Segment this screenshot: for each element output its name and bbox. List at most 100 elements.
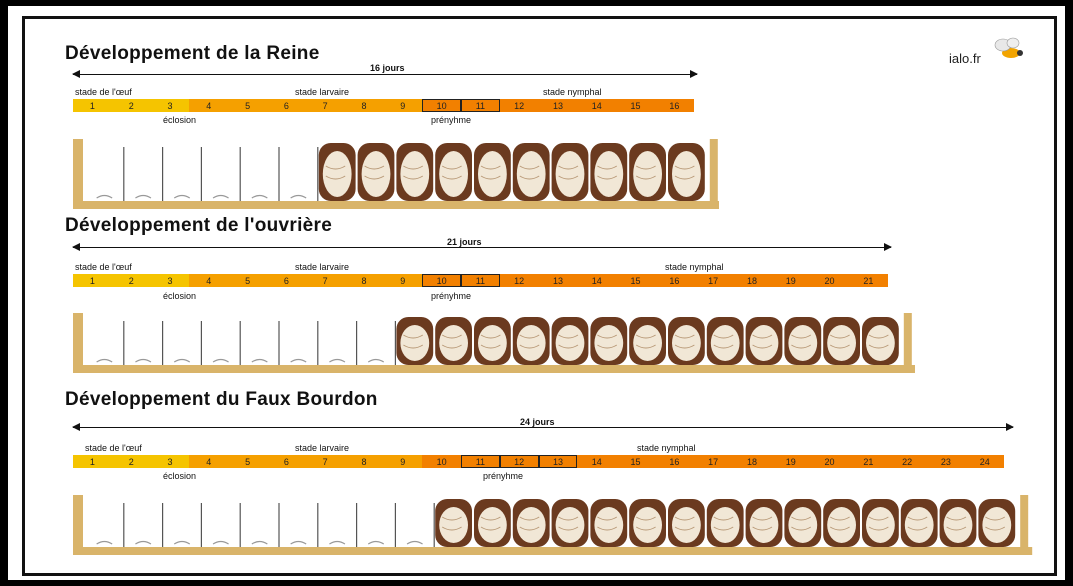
brood-cell xyxy=(213,321,240,365)
brood-cell xyxy=(746,317,783,365)
queen-duration-arrow xyxy=(73,74,697,75)
brood-cell xyxy=(668,317,705,365)
day-18: 18 xyxy=(733,274,772,287)
worker-duration: 21 jours xyxy=(447,237,482,247)
day-10: 10 xyxy=(422,274,461,287)
day-5: 5 xyxy=(228,99,267,112)
day-19: 19 xyxy=(771,274,810,287)
brood-cell xyxy=(319,143,356,201)
day-1: 1 xyxy=(73,455,112,468)
comb-base xyxy=(73,201,719,209)
brood-cell xyxy=(407,503,434,547)
day-12: 12 xyxy=(500,274,539,287)
day-16: 16 xyxy=(655,455,694,468)
brood-cell xyxy=(978,499,1015,547)
day-7: 7 xyxy=(306,99,345,112)
day-4: 4 xyxy=(189,99,228,112)
day-10: 10 xyxy=(422,99,461,112)
day-1: 1 xyxy=(73,274,112,287)
day-17: 17 xyxy=(694,455,733,468)
day-14: 14 xyxy=(577,274,616,287)
day-3: 3 xyxy=(151,99,190,112)
day-19: 19 xyxy=(771,455,810,468)
brood-cell xyxy=(784,499,821,547)
day-20: 20 xyxy=(810,274,849,287)
day-10: 10 xyxy=(422,455,461,468)
comb-wall xyxy=(710,139,718,209)
day-24: 24 xyxy=(965,455,1004,468)
brood-cell xyxy=(291,503,318,547)
day-12: 12 xyxy=(500,455,539,468)
day-15: 15 xyxy=(616,455,655,468)
day-22: 22 xyxy=(888,455,927,468)
day-15: 15 xyxy=(616,274,655,287)
day-6: 6 xyxy=(267,99,306,112)
day-9: 9 xyxy=(383,274,422,287)
brood-cell xyxy=(746,499,783,547)
worker-event-hatch: éclosion xyxy=(163,291,196,301)
drone-stage-larva: stade larvaire xyxy=(295,443,349,453)
brood-cell xyxy=(174,321,201,365)
drone-comb-cells xyxy=(55,485,1050,555)
queen-duration: 16 jours xyxy=(370,63,405,73)
queen-title: Développement de la Reine xyxy=(65,43,320,65)
brood-cell xyxy=(668,143,705,201)
comb-wall xyxy=(73,313,83,373)
brood-cell xyxy=(368,503,395,547)
day-6: 6 xyxy=(267,274,306,287)
brood-cell xyxy=(474,499,511,547)
brood-cell xyxy=(590,499,627,547)
queen-stage-egg: stade de l'œuf xyxy=(75,87,132,97)
image-frame: ialo.fr Développement de la Reine 16 jou… xyxy=(8,6,1065,580)
day-3: 3 xyxy=(151,274,190,287)
day-17: 17 xyxy=(694,274,733,287)
brood-cell xyxy=(396,143,433,201)
day-11: 11 xyxy=(461,455,500,468)
comb-wall xyxy=(73,139,83,209)
day-13: 13 xyxy=(539,99,578,112)
brood-cell xyxy=(513,499,550,547)
brood-cell xyxy=(474,143,511,201)
day-20: 20 xyxy=(810,455,849,468)
brood-cell xyxy=(629,143,666,201)
day-11: 11 xyxy=(461,99,500,112)
worker-duration-arrow xyxy=(73,247,891,248)
day-23: 23 xyxy=(927,455,966,468)
drone-duration-arrow xyxy=(73,427,1013,428)
brood-cell xyxy=(474,317,511,365)
worker-comb-cells xyxy=(55,303,915,373)
brood-cell xyxy=(97,321,124,365)
brood-cell xyxy=(252,503,279,547)
brood-cell xyxy=(552,143,589,201)
day-13: 13 xyxy=(539,274,578,287)
brood-cell xyxy=(862,317,899,365)
brood-cell xyxy=(590,317,627,365)
brood-cell xyxy=(707,499,744,547)
day-8: 8 xyxy=(345,99,384,112)
day-21: 21 xyxy=(849,455,888,468)
drone-event-hatch: éclosion xyxy=(163,471,196,481)
diagram-panel: ialo.fr Développement de la Reine 16 jou… xyxy=(22,16,1057,576)
queen-stage-pupa: stade nymphal xyxy=(543,87,602,97)
brood-cell xyxy=(940,499,977,547)
day-14: 14 xyxy=(577,99,616,112)
brood-cell xyxy=(901,499,938,547)
day-7: 7 xyxy=(306,455,345,468)
worker-stage-egg: stade de l'œuf xyxy=(75,262,132,272)
day-8: 8 xyxy=(345,274,384,287)
day-13: 13 xyxy=(539,455,578,468)
drone-stage-egg: stade de l'œuf xyxy=(85,443,142,453)
worker-event-prepupa: prényhme xyxy=(431,291,471,301)
day-2: 2 xyxy=(112,99,151,112)
brood-cell xyxy=(135,503,162,547)
brood-cell xyxy=(329,321,356,365)
queen-event-prepupa: prényhme xyxy=(431,115,471,125)
queen-event-hatch: éclosion xyxy=(163,115,196,125)
brood-cell xyxy=(552,317,589,365)
brood-cell xyxy=(291,147,318,201)
brood-cell xyxy=(174,503,201,547)
day-9: 9 xyxy=(383,455,422,468)
day-14: 14 xyxy=(577,455,616,468)
brood-cell xyxy=(435,143,472,201)
